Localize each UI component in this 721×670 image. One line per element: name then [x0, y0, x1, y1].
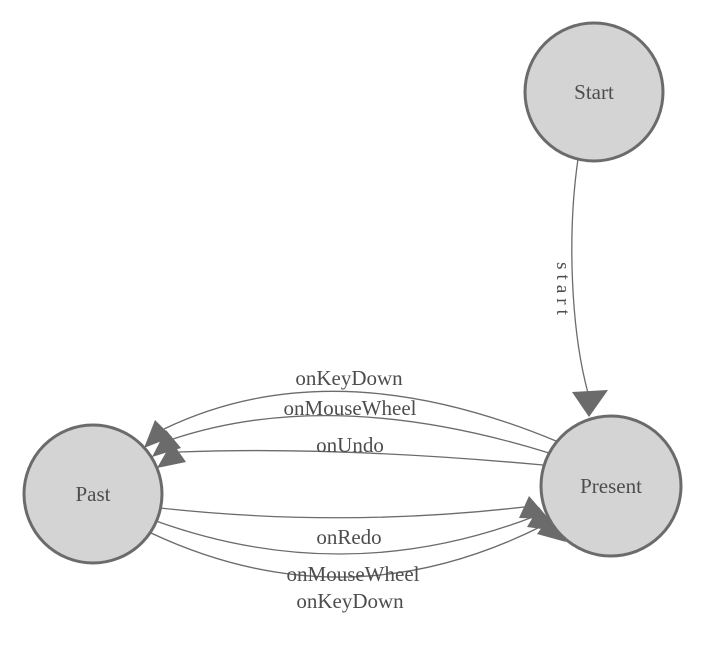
- edge-label-onkeydown-bottom: onKeyDown: [296, 589, 404, 613]
- edge-start-to-present: [571, 158, 589, 394]
- edge-label-start: start: [552, 262, 573, 320]
- edge-present-to-past-onmousewheel: [172, 414, 550, 454]
- edge-label-onmousewheel-top: onMouseWheel: [284, 396, 417, 420]
- state-node-start[interactable]: [523, 21, 665, 163]
- arrowhead-icon-onundo: [157, 442, 186, 468]
- arrowhead-icon-start: [572, 390, 608, 417]
- edge-past-to-present-onredo: [159, 506, 525, 519]
- edge-label-group: start onKeyDown onMouseWheel onUndo onRe…: [284, 262, 573, 613]
- state-node-present[interactable]: [539, 414, 683, 558]
- edge-label-onkeydown-top: onKeyDown: [295, 366, 403, 390]
- edge-present-to-past-onundo: [178, 449, 544, 466]
- state-node-past-label: Past: [75, 482, 110, 506]
- edge-label-onmousewheel-bottom: onMouseWheel: [287, 562, 420, 586]
- edge-label-onundo: onUndo: [316, 433, 384, 457]
- arrowhead-icon-onkeydown-bottom: [537, 515, 566, 542]
- state-node-present-label: Present: [580, 474, 642, 498]
- edge-group: [144, 158, 608, 578]
- node-group: Start Present Past: [22, 21, 683, 565]
- edge-past-to-present-onmousewheel: [155, 516, 534, 555]
- arrowhead-icon-onkeydown-top: [144, 420, 172, 448]
- state-node-start-label: Start: [574, 80, 614, 104]
- state-node-past[interactable]: [22, 423, 164, 565]
- edge-label-onredo: onRedo: [316, 525, 381, 549]
- edge-present-to-past-onkeydown: [163, 390, 557, 442]
- edge-past-to-present-onkeydown: [150, 524, 545, 578]
